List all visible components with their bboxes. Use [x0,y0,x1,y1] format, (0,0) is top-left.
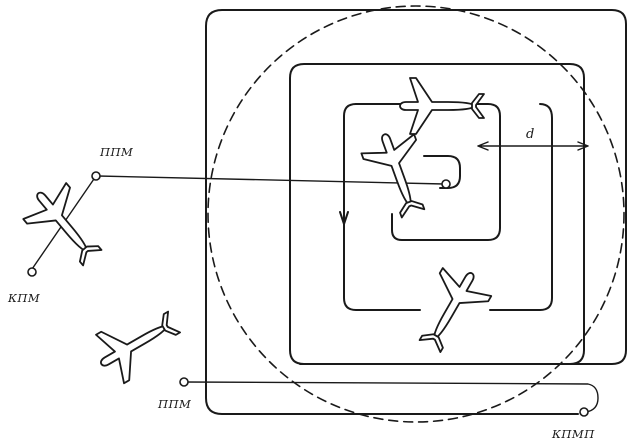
distance-label: d [526,127,534,142]
ppm-upper-node [91,171,101,181]
middle-track [289,63,585,365]
lower-exit-line [183,381,599,413]
ppm-lower-node [179,377,189,387]
inner-track [355,103,501,241]
plane-lower-left [86,300,183,390]
center-node [441,179,451,189]
ppm-upper-label: ППМ [99,145,134,159]
plane-left [15,174,110,271]
kpm-label: КПМ [7,291,41,305]
kpm-node [27,267,37,277]
innermost-hook [423,155,461,189]
plane-top [399,77,485,135]
ppm-lower-label: ППМ [157,397,192,411]
down-arrow [339,211,349,225]
dashed-circle [207,5,625,423]
outer-track [205,9,627,415]
dimension-line [477,141,589,151]
kpmp-label: КПМП [551,427,595,441]
plane-center [357,123,438,219]
upper-entry-line [97,175,445,185]
kpmp-node [579,407,589,417]
inner-rect-lower [343,103,553,311]
